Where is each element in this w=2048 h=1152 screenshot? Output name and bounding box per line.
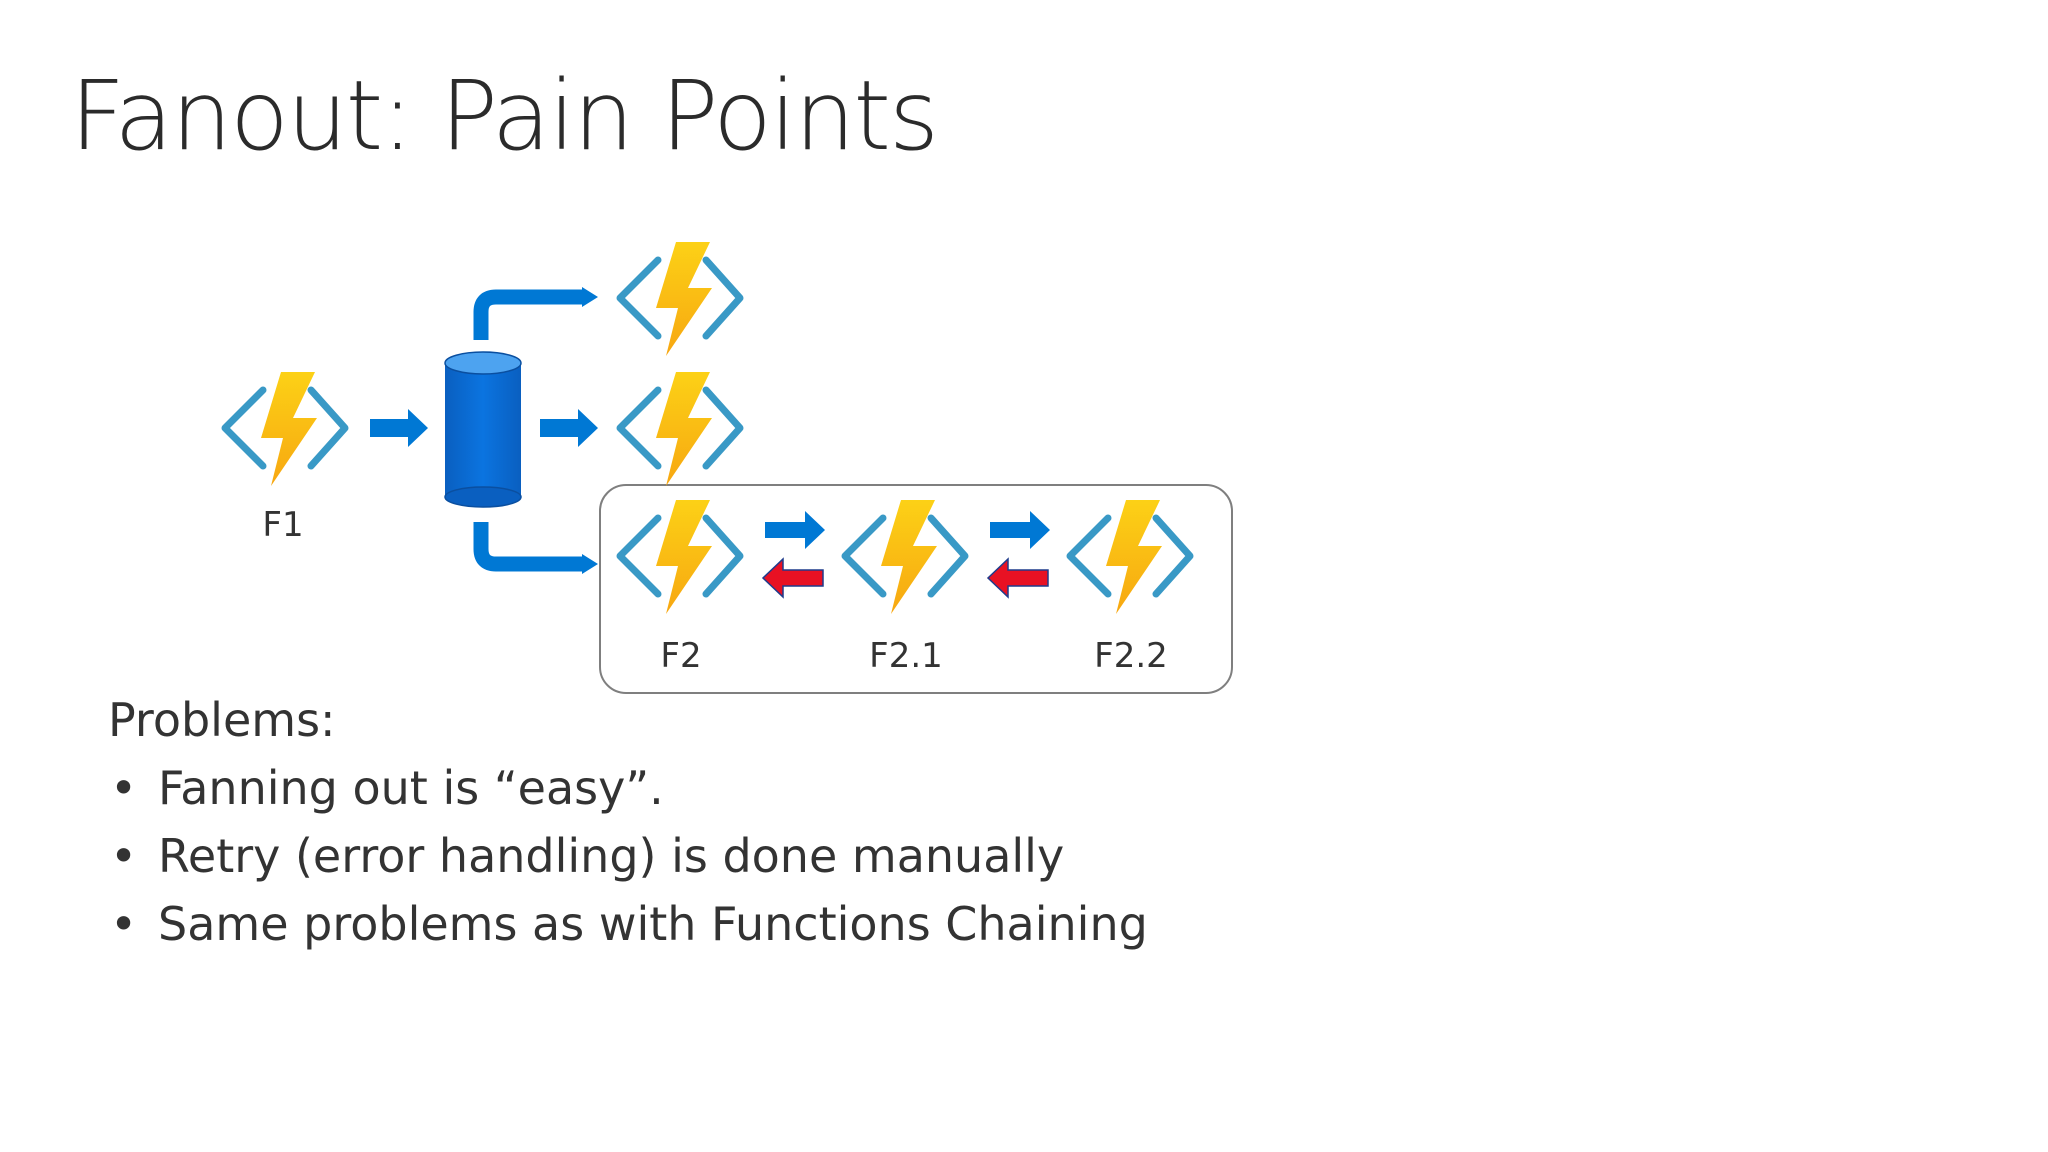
f2-1-label: F2.1 xyxy=(869,636,943,676)
f-top-azure-functions-icon xyxy=(620,242,740,356)
f2-1-azure-functions-icon xyxy=(845,500,965,614)
bullet-icon: • xyxy=(110,829,138,883)
f2-2-azure-functions-icon xyxy=(1070,500,1190,614)
arrow-f2-to-f2-1 xyxy=(765,511,825,549)
problems-heading: Problems: xyxy=(108,693,336,747)
arrow-queue-to-mid xyxy=(540,409,598,447)
queue-cylinder-icon xyxy=(444,351,522,508)
f2-chain-group-box xyxy=(599,484,1233,694)
arrow-f2-1-to-f2 xyxy=(761,557,824,599)
bullet-icon: • xyxy=(110,761,138,815)
arrow-f2-1-to-f2-2 xyxy=(990,511,1050,549)
problem-item: • Fanning out is “easy”. xyxy=(108,760,1148,816)
f2-azure-functions-icon xyxy=(620,500,740,614)
problem-item-text: Fanning out is “easy”. xyxy=(158,761,664,815)
f1-label: F1 xyxy=(262,505,303,545)
f1-azure-functions-icon xyxy=(225,372,345,486)
slide-title: Fanout: Pain Points xyxy=(70,60,939,172)
problems-list: • Fanning out is “easy”. • Retry (error … xyxy=(108,760,1148,952)
problem-item-text: Retry (error handling) is done manually xyxy=(158,829,1065,883)
arrow-f2-2-to-f2-1 xyxy=(986,557,1049,599)
f2-2-label: F2.2 xyxy=(1094,636,1168,676)
problem-item: • Same problems as with Functions Chaini… xyxy=(108,896,1148,952)
bullet-icon: • xyxy=(110,897,138,951)
arrow-queue-to-top xyxy=(473,289,584,340)
f-mid-azure-functions-icon xyxy=(620,372,740,486)
f2-label: F2 xyxy=(660,636,701,676)
problems-section: Problems: • Fanning out is “easy”. • Ret… xyxy=(108,692,1148,964)
arrow-f1-to-queue xyxy=(370,409,428,447)
arrow-queue-to-f2 xyxy=(473,522,584,572)
problem-item: • Retry (error handling) is done manuall… xyxy=(108,828,1148,884)
problem-item-text: Same problems as with Functions Chaining xyxy=(158,897,1148,951)
